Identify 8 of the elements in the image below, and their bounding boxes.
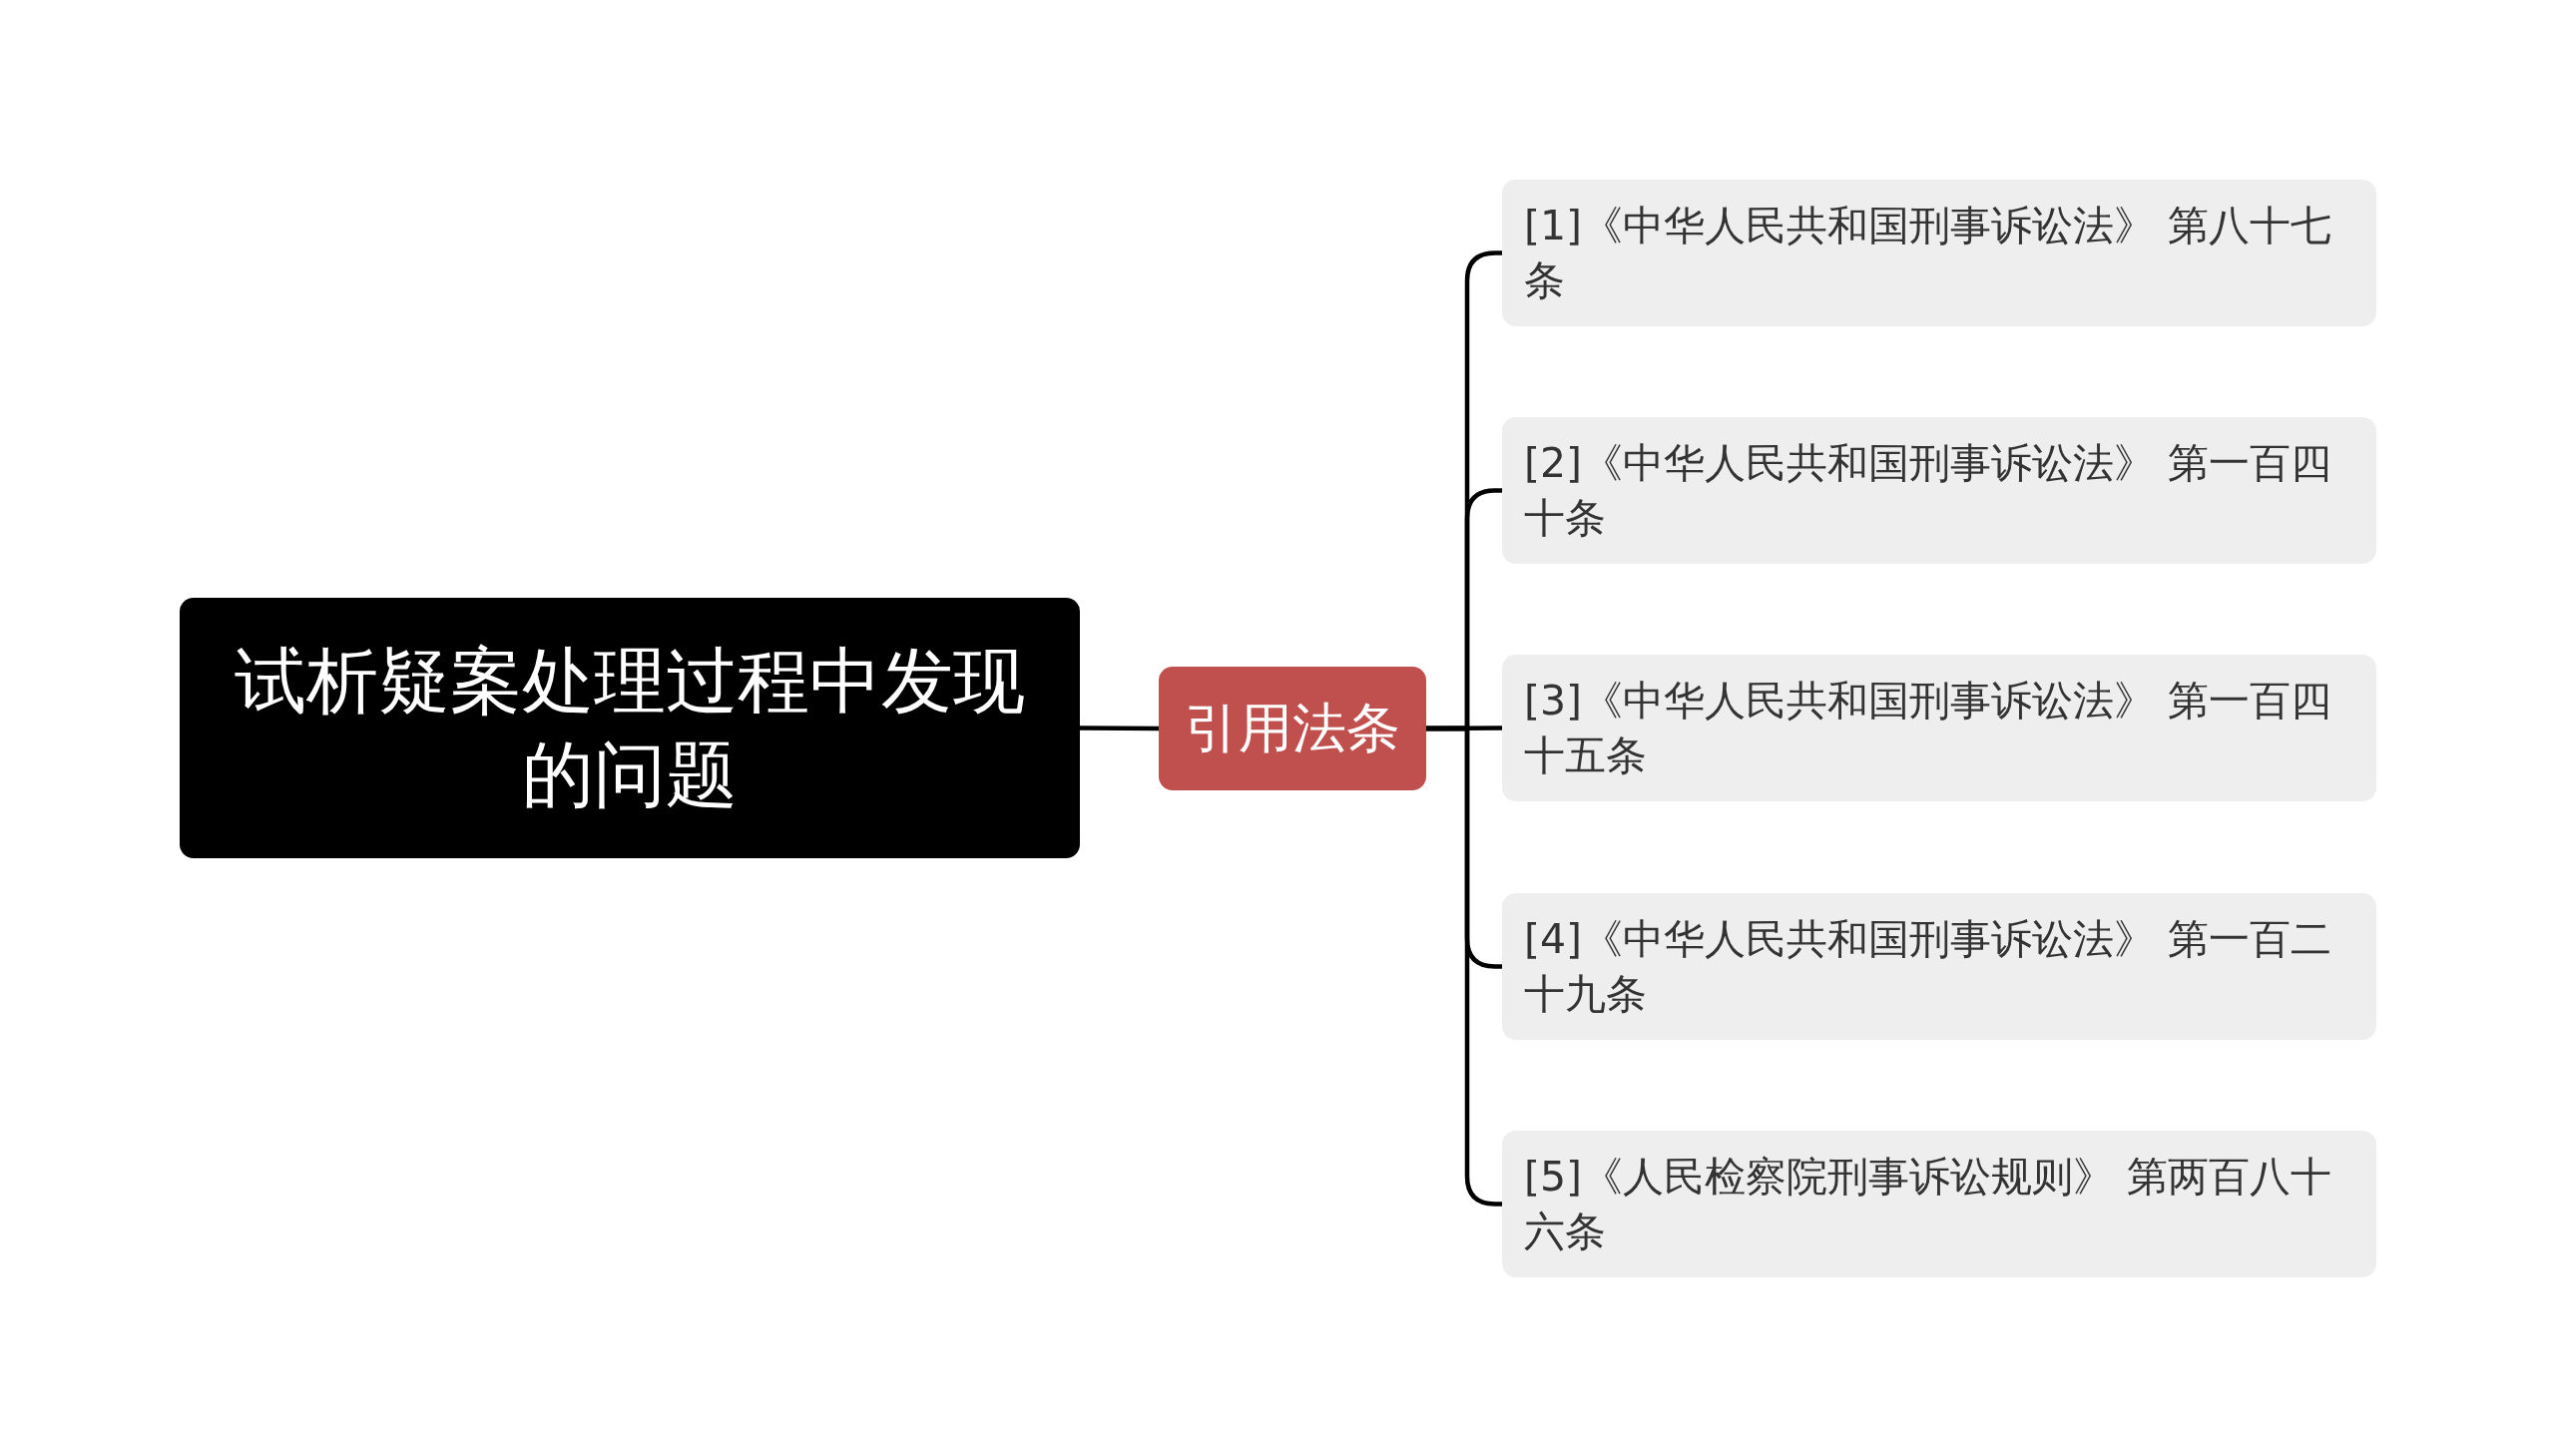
connector-line <box>1080 726 1159 731</box>
subtopic-box: [2]《中华人民共和国刑事诉讼法》 第一百四十条 <box>1502 417 2376 564</box>
subtopic-box: [4]《中华人民共和国刑事诉讼法》 第一百二十九条 <box>1502 893 2376 1040</box>
root-topic-box: 试析疑案处理过程中发现的问题 <box>180 598 1080 858</box>
subtopic-box: [3]《中华人民共和国刑事诉讼法》 第一百四十五条 <box>1502 655 2376 801</box>
topic-box: 引用法条 <box>1159 667 1426 790</box>
subtopic-box: [5]《人民检察院刑事诉讼规则》 第两百八十六条 <box>1502 1131 2376 1277</box>
subtopic-box: [1]《中华人民共和国刑事诉讼法》 第八十七条 <box>1502 180 2376 326</box>
